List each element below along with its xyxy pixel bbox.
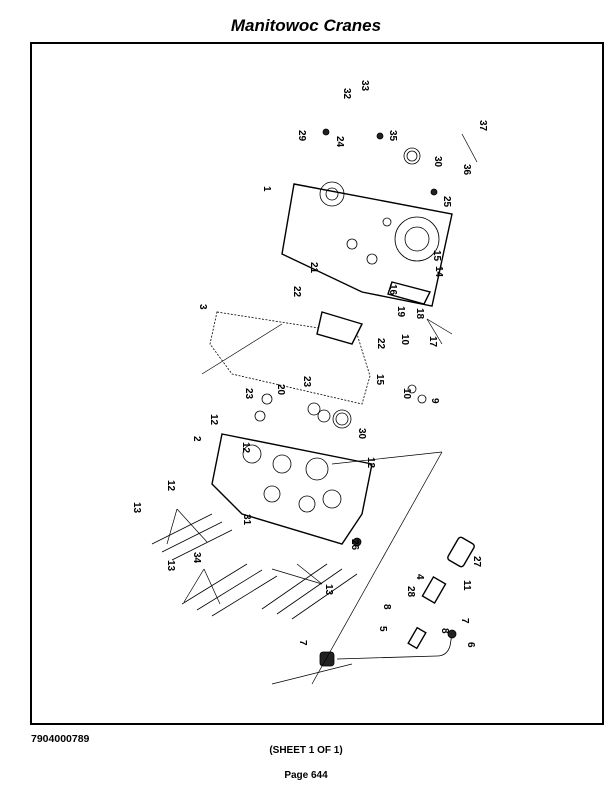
callout-35: 35 xyxy=(387,130,398,142)
callout-23b: 23 xyxy=(243,388,254,400)
callout-8b: 8 xyxy=(439,628,450,634)
callout-13b: 13 xyxy=(165,560,176,572)
callout-33: 33 xyxy=(359,80,370,92)
callout-12c: 12 xyxy=(165,480,176,492)
callout-29: 29 xyxy=(296,130,307,142)
callout-19: 19 xyxy=(395,306,406,318)
callout-20: 20 xyxy=(275,384,286,396)
page-number: Page 644 xyxy=(284,770,328,781)
callout-23a: 23 xyxy=(301,376,312,388)
cover-part xyxy=(211,433,373,545)
callout-7a: 7 xyxy=(297,640,308,646)
callout-36: 36 xyxy=(461,164,472,176)
callout-27: 27 xyxy=(471,556,482,568)
callout-12a: 12 xyxy=(208,414,219,426)
dipstick-tube-part xyxy=(319,633,453,667)
bracket-part xyxy=(316,281,432,345)
callout-37: 37 xyxy=(477,120,488,132)
bolt-set xyxy=(151,513,358,620)
page-title: Manitowoc Cranes xyxy=(230,16,382,35)
exploded-parts-diagram: 1 2 3 4 5 6 7 7 8 8 9 10 10 11 12 12 12 … xyxy=(131,80,488,685)
callout-28: 28 xyxy=(405,586,416,598)
callout-21: 21 xyxy=(308,262,319,274)
callout-34: 34 xyxy=(191,552,202,564)
callout-7b: 7 xyxy=(459,618,470,624)
callout-11: 11 xyxy=(461,580,472,591)
callout-30a: 30 xyxy=(432,156,443,168)
callout-15a: 15 xyxy=(431,250,442,262)
callout-30b: 30 xyxy=(356,428,367,440)
callout-14: 14 xyxy=(433,266,444,278)
callout-26: 26 xyxy=(349,539,360,551)
callout-25: 25 xyxy=(441,196,452,208)
callout-8a: 8 xyxy=(381,604,392,610)
callout-9: 9 xyxy=(429,398,440,404)
callout-10b: 10 xyxy=(401,388,412,400)
leader-lines xyxy=(166,133,478,685)
callout-32: 32 xyxy=(341,88,352,100)
seal-rings xyxy=(332,147,421,429)
callout-10a: 10 xyxy=(399,334,410,346)
callout-22b: 22 xyxy=(375,338,386,350)
callout-15b: 15 xyxy=(374,374,385,386)
callout-17: 17 xyxy=(427,336,438,348)
callout-12d: 12 xyxy=(240,442,251,454)
parts-diagram-frame: 1 2 3 4 5 6 7 7 8 8 9 10 10 11 12 12 12 … xyxy=(30,42,604,725)
callout-1: 1 xyxy=(261,186,272,192)
housing-part xyxy=(281,181,453,307)
breather-part xyxy=(447,536,475,568)
callout-31: 31 xyxy=(241,514,252,526)
fitting-assembly xyxy=(407,576,457,650)
callout-13a: 13 xyxy=(131,502,142,514)
callout-12b: 12 xyxy=(365,457,376,469)
drawing-number: 7904000789 xyxy=(31,733,90,745)
callout-13c: 13 xyxy=(323,584,334,596)
callout-18: 18 xyxy=(414,308,425,320)
callout-3: 3 xyxy=(197,304,208,310)
callout-6: 6 xyxy=(465,642,476,648)
callout-labels: 1 2 3 4 5 6 7 7 8 8 9 10 10 11 12 12 12 … xyxy=(131,80,488,648)
plug-parts xyxy=(254,128,438,547)
sheet-label: (SHEET 1 OF 1) xyxy=(269,745,343,756)
callout-4: 4 xyxy=(414,574,425,580)
callout-5: 5 xyxy=(377,626,388,632)
callout-16: 16 xyxy=(387,284,398,296)
callout-2: 2 xyxy=(191,436,202,442)
callout-22a: 22 xyxy=(291,286,302,298)
callout-24: 24 xyxy=(334,136,345,148)
